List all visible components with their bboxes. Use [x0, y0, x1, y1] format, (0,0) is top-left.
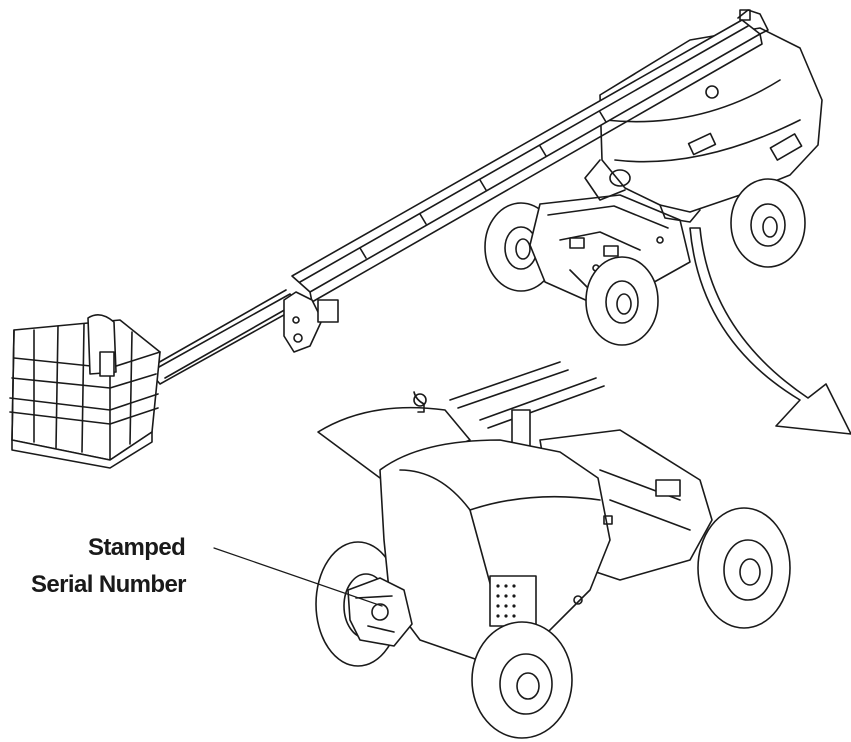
front-left-wheel [585, 256, 659, 346]
detail-view-arrow [689, 227, 851, 435]
front-right-wheel [730, 178, 806, 268]
telescopic-boom [149, 9, 769, 385]
main-machine [9, 9, 823, 469]
serial-number-bracket [347, 577, 413, 647]
work-platform [9, 314, 161, 469]
callout-label-stamped: Stamped [88, 534, 186, 561]
callout-label-serial-number: Serial Number [31, 571, 187, 598]
chassis-detail [213, 361, 791, 739]
callout-leader-line [213, 547, 383, 607]
vent-grille [496, 584, 516, 618]
detail-front-tire [471, 621, 573, 739]
detail-far-tire [697, 507, 791, 629]
